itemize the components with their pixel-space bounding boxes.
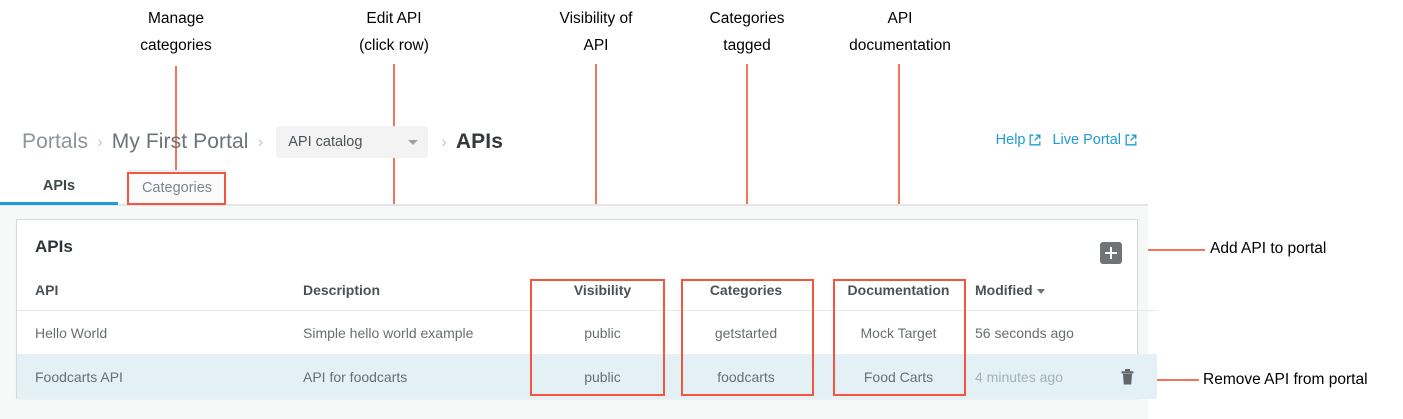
cell-visibility: public bbox=[535, 354, 670, 399]
cell-modified: 4 minutes ago bbox=[975, 354, 1157, 399]
delete-api-button[interactable] bbox=[1120, 368, 1135, 385]
apis-table: API Description Visibility Categories Do… bbox=[17, 282, 1157, 399]
callout-label-add-api-to-portal: Add API to portal bbox=[1210, 240, 1327, 257]
breadcrumb-item-portals[interactable]: Portals bbox=[22, 130, 89, 153]
callout-label-visibility-of-api: Visibility of API bbox=[559, 10, 633, 54]
table-row[interactable]: Foodcarts API API for foodcarts public f… bbox=[17, 354, 1157, 399]
external-link-icon bbox=[1125, 134, 1137, 146]
card-title: APIs bbox=[35, 237, 73, 256]
cell-categories: foodcarts bbox=[670, 354, 822, 399]
table-row[interactable]: Hello World Simple hello world example p… bbox=[17, 310, 1157, 355]
cell-api: Hello World bbox=[17, 310, 303, 355]
column-header-description[interactable]: Description bbox=[303, 282, 535, 311]
table-header-row: API Description Visibility Categories Do… bbox=[17, 282, 1157, 311]
cell-modified-label: 4 minutes ago bbox=[975, 368, 1063, 385]
breadcrumb-separator: › bbox=[97, 132, 103, 151]
column-header-documentation[interactable]: Documentation bbox=[822, 282, 975, 311]
api-catalog-select[interactable]: API catalog bbox=[276, 126, 429, 158]
live-portal-link[interactable]: Live Portal bbox=[1052, 132, 1137, 148]
cell-description: API for foodcarts bbox=[303, 354, 535, 399]
sort-descending-icon bbox=[1036, 288, 1045, 294]
chevron-down-icon bbox=[408, 139, 419, 145]
callout-label-manage-categories: Manage categories bbox=[140, 10, 212, 54]
help-link[interactable]: Help bbox=[996, 132, 1042, 148]
cell-api: Foodcarts API bbox=[17, 354, 303, 399]
breadcrumb-item-my-first-portal[interactable]: My First Portal bbox=[111, 130, 249, 153]
callout-label-edit-api: Edit API (click row) bbox=[359, 10, 429, 54]
plus-icon bbox=[1110, 247, 1112, 259]
callout-label-remove-api-from-portal: Remove API from portal bbox=[1203, 371, 1368, 388]
help-link-label: Help bbox=[995, 132, 1026, 148]
cell-visibility: public bbox=[535, 310, 670, 355]
callout-line-api-documentation bbox=[898, 64, 900, 280]
column-header-visibility[interactable]: Visibility bbox=[535, 282, 670, 311]
callout-line-visibility-of-api bbox=[595, 64, 597, 280]
tab-bar: APIs Categories bbox=[0, 170, 1148, 205]
callout-line-remove-api-from-portal bbox=[1117, 379, 1199, 381]
cell-documentation: Mock Target bbox=[822, 310, 975, 355]
breadcrumb-separator: › bbox=[441, 132, 447, 151]
cell-categories: getstarted bbox=[670, 310, 822, 355]
callout-line-manage-categories bbox=[175, 66, 177, 173]
callout-label-categories-tagged: Categories tagged bbox=[709, 10, 785, 54]
breadcrumb-item-apis: APIs bbox=[455, 130, 504, 153]
api-catalog-select-value: API catalog bbox=[288, 134, 363, 150]
column-header-categories[interactable]: Categories bbox=[670, 282, 822, 311]
header-links: Help Live Portal bbox=[996, 132, 1137, 148]
column-header-api[interactable]: API bbox=[17, 282, 303, 311]
callout-line-categories-tagged bbox=[746, 64, 748, 280]
callout-line-add-api-to-portal bbox=[1120, 249, 1205, 251]
column-header-modified[interactable]: Modified bbox=[975, 282, 1157, 311]
apis-card: APIs API Description Visibility Categori… bbox=[16, 219, 1157, 399]
tab-apis[interactable]: APIs bbox=[0, 170, 118, 205]
breadcrumb-separator: › bbox=[257, 132, 264, 151]
column-header-modified-label: Modified bbox=[975, 282, 1033, 298]
external-link-icon bbox=[1029, 134, 1041, 146]
cell-documentation: Food Carts bbox=[822, 354, 975, 399]
callout-label-api-documentation: API documentation bbox=[849, 10, 951, 54]
tab-categories[interactable]: Categories bbox=[128, 170, 226, 205]
cell-description: Simple hello world example bbox=[303, 310, 535, 355]
trash-icon bbox=[1121, 368, 1134, 384]
breadcrumb: Portals › My First Portal › API catalog … bbox=[22, 126, 503, 158]
add-api-button[interactable] bbox=[1100, 242, 1122, 264]
cell-modified: 56 seconds ago bbox=[975, 310, 1157, 355]
live-portal-link-label: Live Portal bbox=[1052, 132, 1121, 148]
